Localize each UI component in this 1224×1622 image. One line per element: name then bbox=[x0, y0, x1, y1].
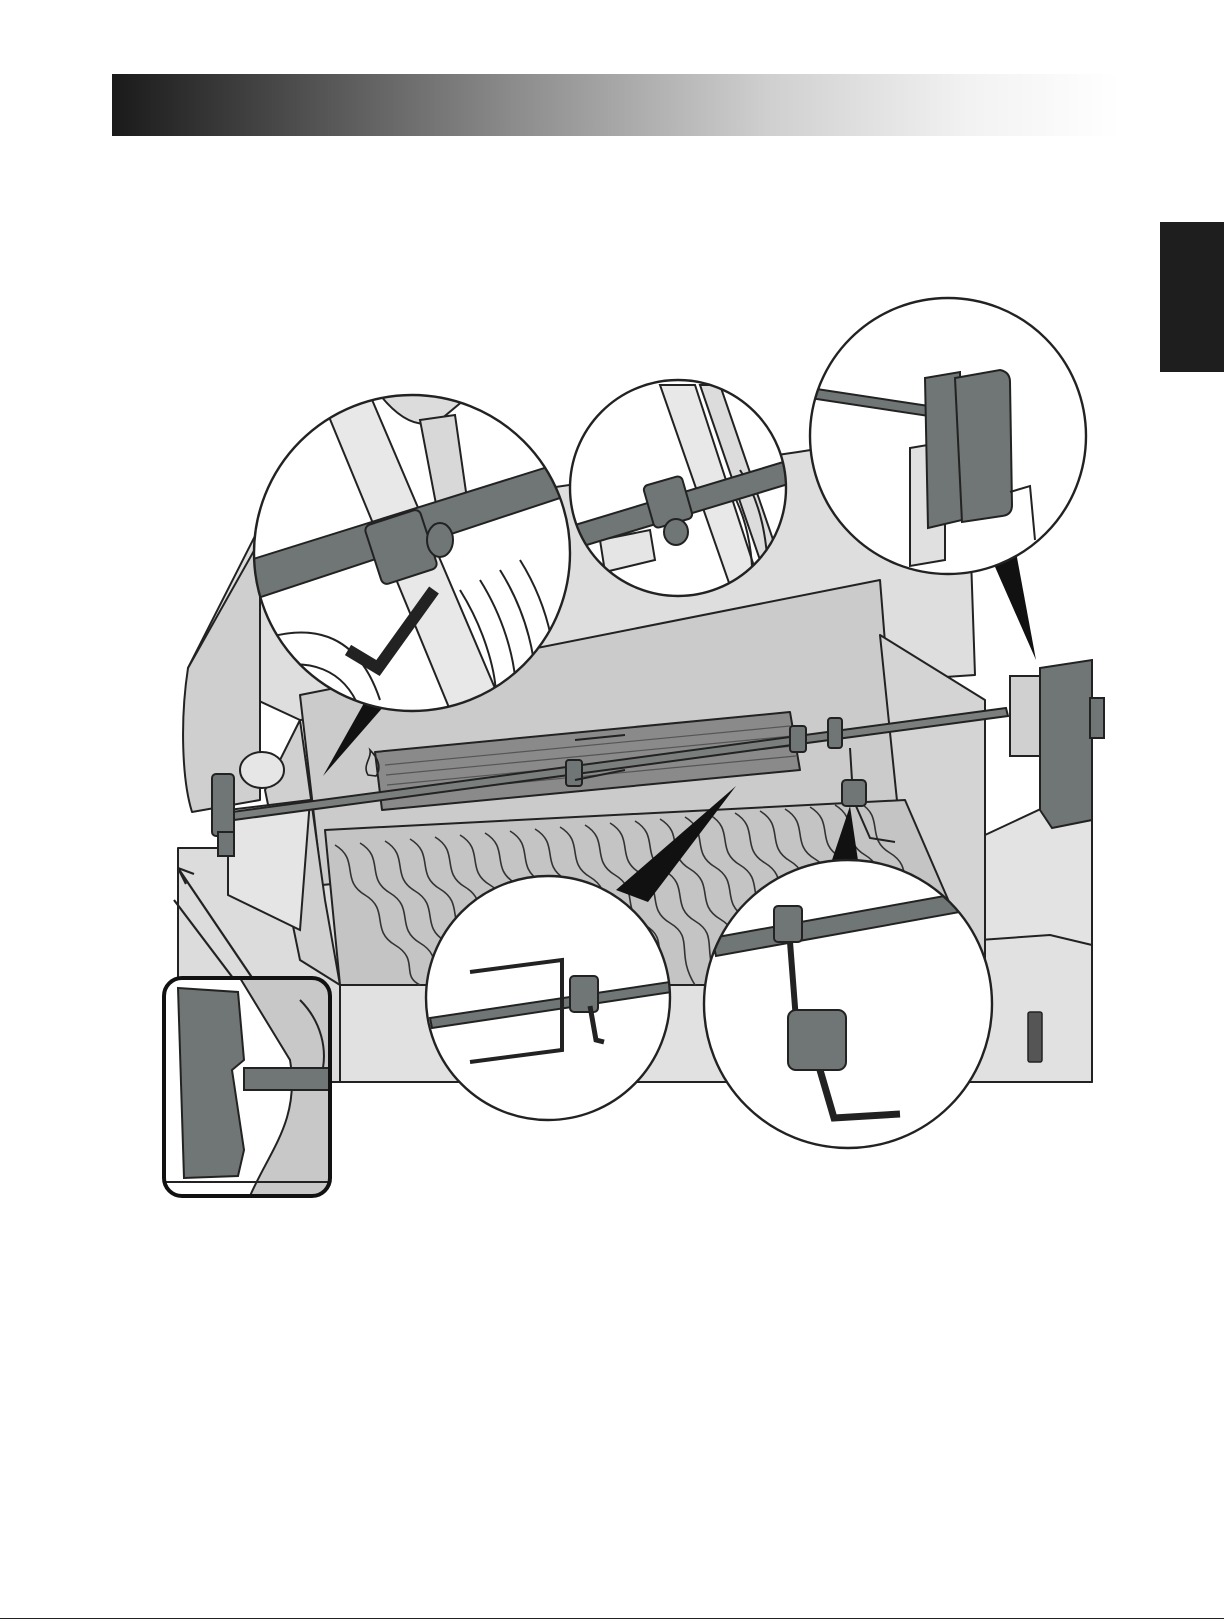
brand-badge bbox=[1028, 1012, 1042, 1062]
spit-handle bbox=[212, 774, 234, 856]
callout-motor-bracket bbox=[810, 298, 1086, 574]
pointer-c bbox=[992, 552, 1036, 660]
rotisserie-motor bbox=[1010, 660, 1104, 828]
footer-rule bbox=[0, 1618, 1224, 1619]
callout-spit-forks bbox=[426, 876, 672, 1120]
callout-handle-inset bbox=[164, 978, 334, 1196]
